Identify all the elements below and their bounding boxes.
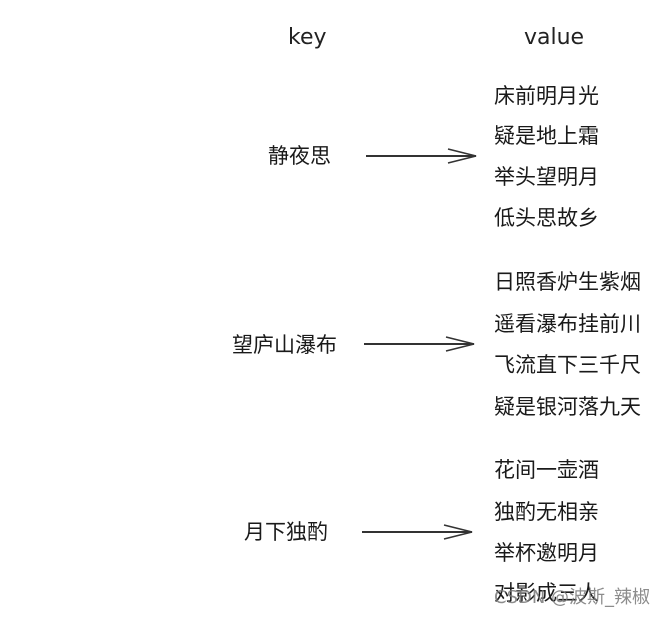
value-line-1-2: 疑是地上霜 bbox=[494, 124, 599, 148]
value-line-1-1: 床前明月光 bbox=[494, 84, 599, 108]
arrow-1 bbox=[366, 148, 477, 164]
value-line-3-2: 独酌无相亲 bbox=[494, 500, 599, 524]
key-label-2: 望庐山瀑布 bbox=[232, 333, 337, 357]
value-header: value bbox=[524, 25, 585, 50]
key-label-1: 静夜思 bbox=[268, 144, 331, 168]
key-label-3: 月下独酌 bbox=[244, 520, 328, 544]
arrow-3 bbox=[362, 524, 473, 540]
key-header: key bbox=[288, 25, 327, 50]
arrow-2 bbox=[364, 336, 475, 352]
value-line-1-3: 举头望明月 bbox=[494, 165, 599, 189]
value-line-3-1: 花间一壶酒 bbox=[494, 458, 599, 482]
watermark: CSDN @波斯_辣椒 bbox=[494, 587, 651, 608]
value-line-3-3: 举杯邀明月 bbox=[494, 541, 599, 565]
value-line-2-3: 飞流直下三千尺 bbox=[494, 353, 641, 377]
value-line-2-4: 疑是银河落九天 bbox=[494, 395, 641, 419]
value-line-1-4: 低头思故乡 bbox=[494, 206, 599, 230]
value-line-3-4: 对影成三人 bbox=[494, 581, 599, 605]
value-line-2-1: 日照香炉生紫烟 bbox=[494, 270, 641, 294]
value-line-2-2: 遥看瀑布挂前川 bbox=[494, 312, 641, 336]
